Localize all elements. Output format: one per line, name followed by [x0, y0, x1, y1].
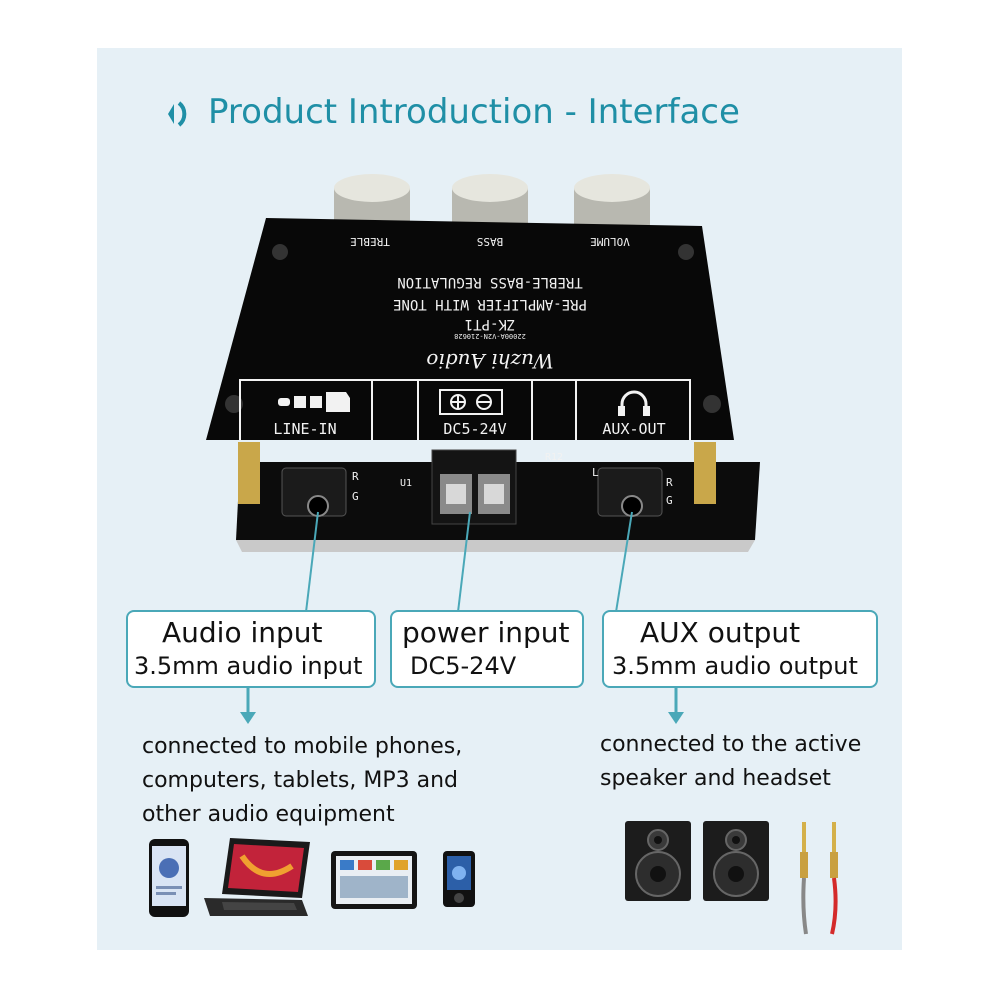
phone-icon: [149, 839, 189, 917]
line-in-jack: [281, 467, 347, 517]
screw-icon: [678, 244, 694, 260]
power-input-title: power input: [402, 616, 570, 649]
dc-terminal-icon: [439, 389, 503, 415]
pin-label-l: L: [592, 466, 599, 479]
output-description-line: connected to the active: [600, 732, 862, 757]
laptop-icon: [204, 838, 310, 916]
pin-label-u1: U1: [400, 478, 412, 489]
aux-output-title: AUX output: [640, 616, 801, 649]
pin-label-g: G: [352, 490, 359, 503]
port-label-line-in: LINE-IN: [273, 420, 336, 438]
output-description: connected to the active speaker and head…: [600, 728, 861, 796]
knob-label-bass: BASS: [477, 235, 504, 248]
pointer-line-power: [457, 511, 471, 613]
pointer-line-aux: [615, 511, 633, 613]
audio-cable-icon: [800, 822, 838, 935]
tablet-icon: [331, 851, 417, 909]
pointer-line-audio: [305, 511, 319, 613]
port-label-dc: DC5-24V: [443, 420, 506, 438]
knob-label-treble: TREBLE: [350, 235, 390, 248]
screw-icon: [225, 395, 243, 413]
audio-input-box: Audio input 3.5mm audio input: [126, 610, 376, 688]
standoff: [694, 442, 716, 504]
power-input-sub: DC5-24V: [410, 652, 517, 680]
aux-out-jack: [597, 467, 663, 517]
port-label-aux-out: AUX-OUT: [602, 420, 665, 438]
knob-label-volume: VOLUME: [590, 235, 630, 248]
aux-output-sub: 3.5mm audio output: [612, 652, 858, 680]
arrow-down-icon: [668, 686, 684, 724]
headphone-icon: [618, 390, 650, 416]
line-in-plug-icon: [278, 392, 350, 412]
pin-label-r12: R12: [545, 452, 563, 463]
treble-knob: [574, 174, 650, 228]
power-input-box: power input DC5-24V: [390, 610, 584, 688]
screw-icon: [272, 244, 288, 260]
sound-icon: [168, 101, 187, 127]
board-brand: Wuzhi Audio: [426, 349, 553, 373]
screw-icon: [703, 395, 721, 413]
input-description-line: connected to mobile phones,: [142, 734, 463, 759]
board-serial: 22000A-V2N-210628: [454, 332, 526, 340]
aux-output-box: AUX output 3.5mm audio output: [602, 610, 878, 688]
board-model: ZK-PT1: [465, 316, 516, 332]
output-description-line: speaker and headset: [600, 766, 831, 791]
standoff: [238, 442, 260, 504]
audio-input-sub: 3.5mm audio input: [134, 652, 363, 680]
board-line1: TREBLE-BASS REGULATION: [397, 274, 582, 290]
speaker-icon: [703, 821, 769, 901]
pin-label-g2: G: [666, 494, 673, 507]
pin-label-r: R: [352, 470, 359, 483]
bass-knob: [452, 174, 528, 228]
input-description-line: other audio equipment: [142, 802, 395, 827]
input-description-line: computers, tablets, MP3 and: [142, 768, 458, 793]
board-line2: PRE-AMPLIFIER WITH TONE: [393, 296, 587, 312]
audio-input-title: Audio input: [162, 616, 323, 649]
mp3-player-icon: [443, 851, 475, 907]
arrow-down-icon: [240, 686, 256, 724]
input-description: connected to mobile phones, computers, t…: [142, 730, 462, 832]
page-title: Product Introduction - Interface: [208, 92, 740, 132]
power-terminal-block: [431, 449, 517, 525]
pin-label-r2: R: [666, 476, 673, 489]
speaker-icon: [625, 821, 691, 901]
top-pcb: [206, 218, 734, 440]
